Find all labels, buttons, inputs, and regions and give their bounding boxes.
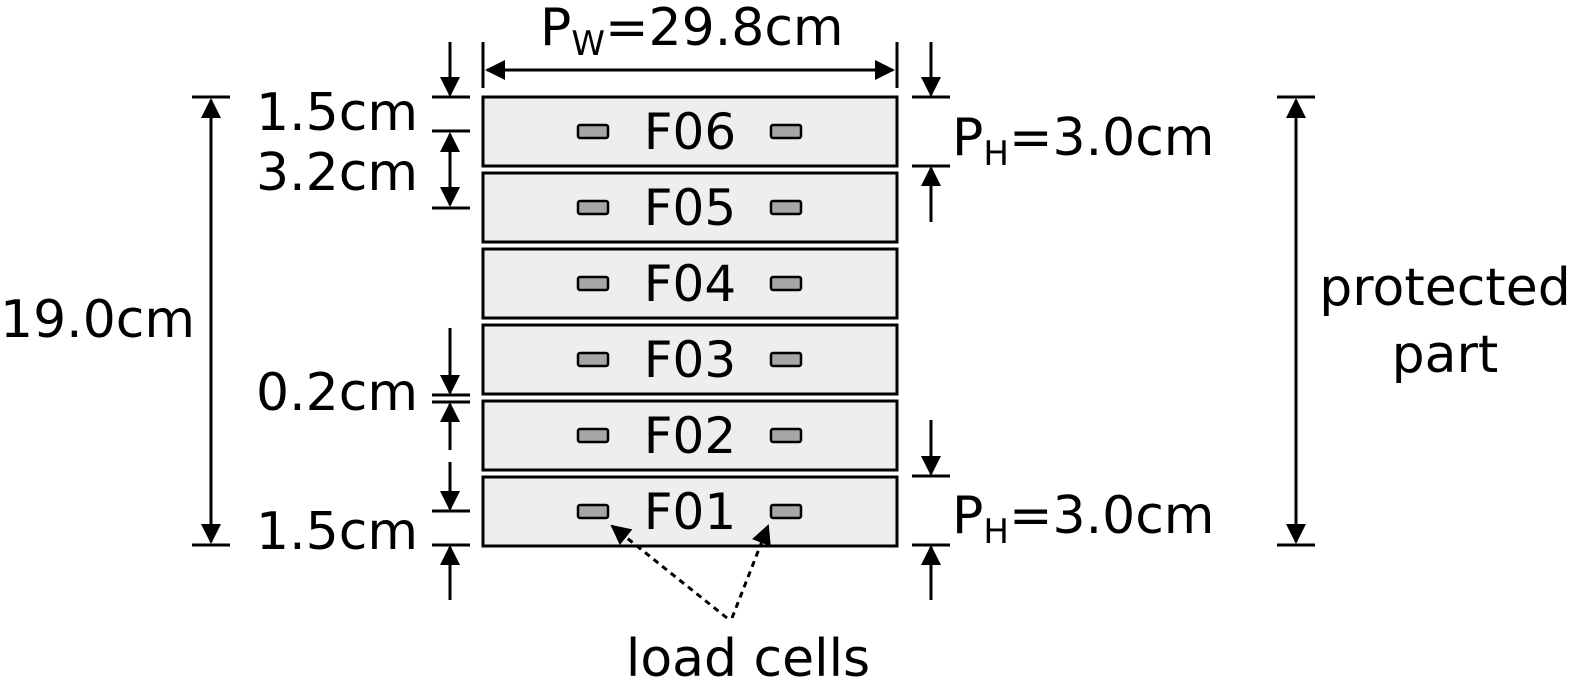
width-dimension: PW=29.8cm [481,0,899,88]
left-dimensions: 1.5cm 3.2cm 0.2cm 1.5cm [256,42,470,600]
load-cell-right [769,427,803,444]
top-margin-label: 1.5cm [256,83,418,143]
protected-part-label-line2: part [1392,325,1499,385]
plate-f03: F03 [481,323,899,396]
load-cell-pointer-right [730,524,771,619]
plate-label: F03 [644,331,736,389]
plate-label: F02 [644,407,736,465]
plate-f05: F05 [481,171,899,244]
plate-f04: F04 [481,247,899,320]
load-cell-right [769,199,803,216]
plate-rect [481,247,899,320]
plate-f02: F02 [481,399,899,472]
load-cell-left [576,123,610,140]
load-cell-left [576,199,610,216]
plate-height-top-label: PH=3.0cm [952,108,1214,174]
load-cells-label: load cells [626,629,870,688]
plate-f06: F06 [481,95,899,168]
plate-rect [481,95,899,168]
width-label: PW=29.8cm [540,0,844,64]
gap-label: 0.2cm [256,363,418,423]
protected-part-label-line1: protected [1319,258,1570,318]
load-cell-right [769,123,803,140]
plate-f01: F01 [481,475,899,548]
plate-label: F05 [644,179,736,237]
plate-rect [481,399,899,472]
load-cell-pointer-left [610,524,728,620]
total-height-dimension: 19.0cm [0,95,230,547]
plate-label: F06 [644,103,736,161]
total-height-label: 19.0cm [0,290,195,350]
load-cell-left [576,503,610,520]
right-dimensions: PH=3.0cm PH=3.0cm [912,42,1214,600]
load-cell-callout: load cells [610,524,870,688]
load-cell-left [576,427,610,444]
pitch-label: 3.2cm [256,143,418,203]
plate-rect [481,475,899,548]
load-cell-right [769,275,803,292]
load-cell-left [576,351,610,368]
plate-rect [481,323,899,396]
plate-height-bottom-label: PH=3.0cm [952,486,1214,552]
plate-rect [481,171,899,244]
load-cell-left [576,275,610,292]
protected-part-dimension: protected part [1277,95,1571,547]
bottom-margin-label: 1.5cm [256,502,418,562]
plate-label: F04 [644,255,736,313]
load-cell-right [769,503,803,520]
plate-label: F01 [644,483,736,541]
load-cell-right [769,351,803,368]
